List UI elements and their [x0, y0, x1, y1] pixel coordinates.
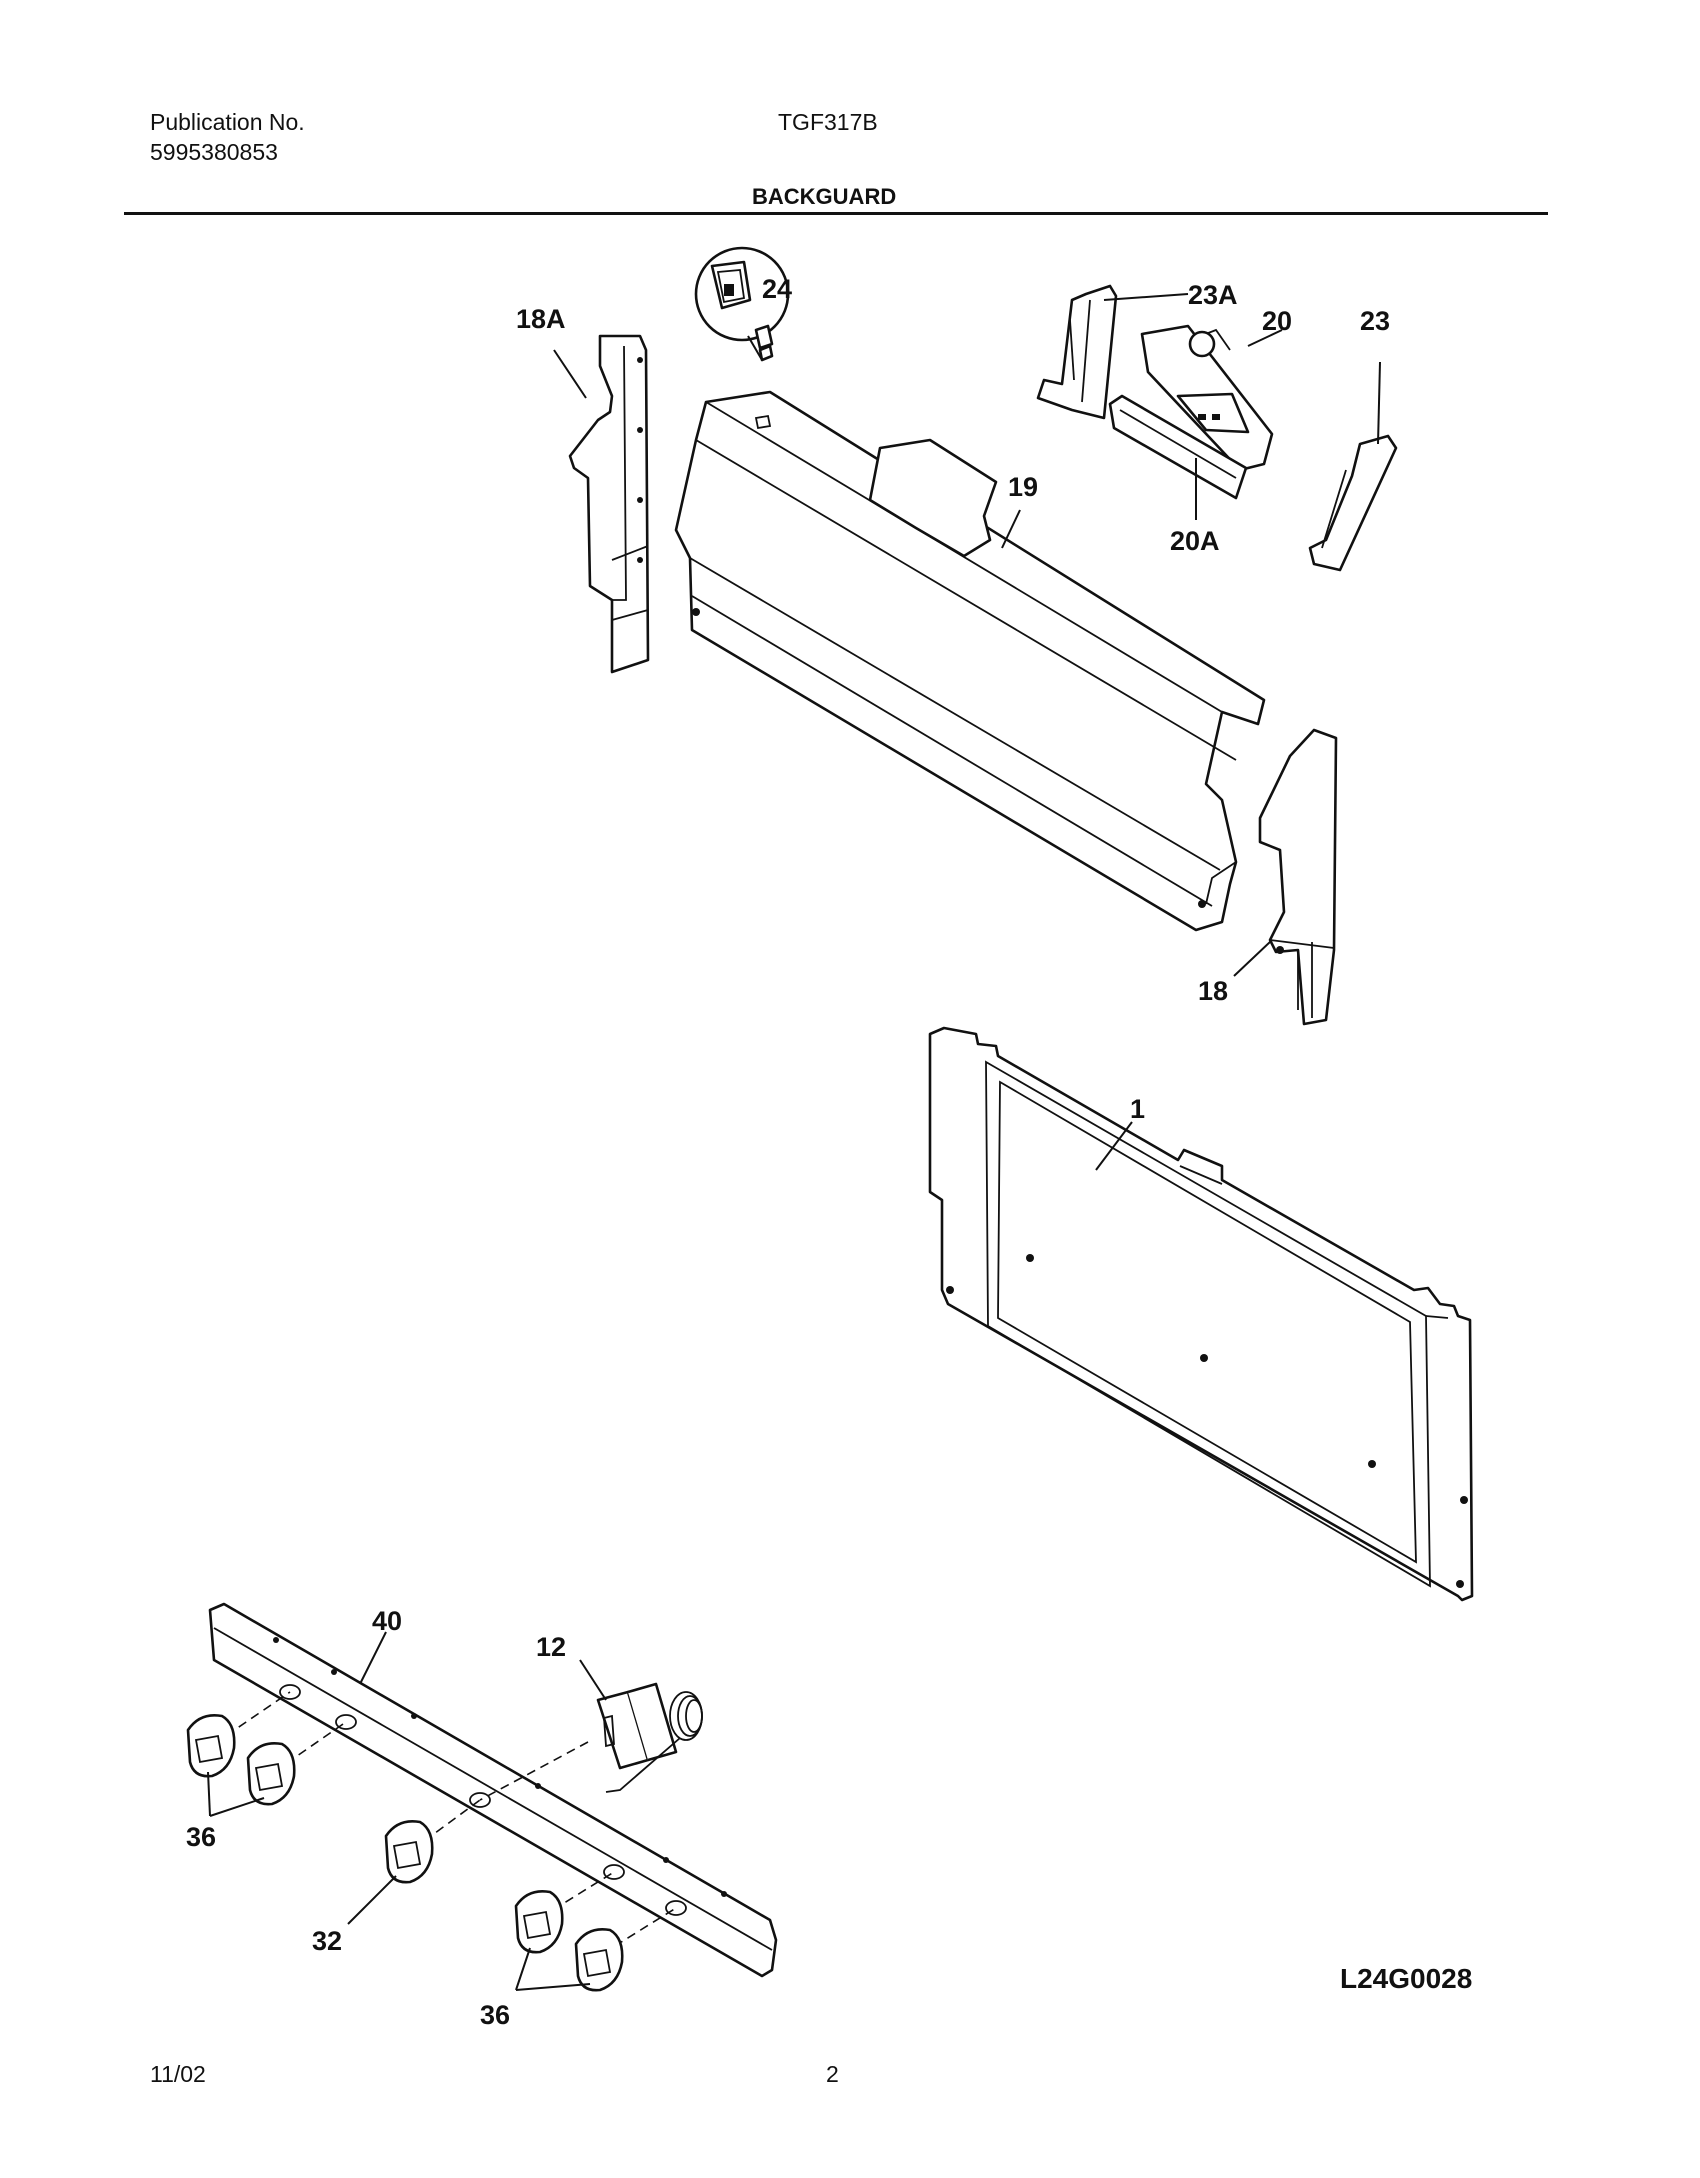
- callout-36-left: 36: [186, 1822, 216, 1852]
- part-18A-end-bracket: [553, 334, 650, 674]
- callout-40: 40: [372, 1606, 402, 1636]
- part-23-bracket: [1308, 361, 1398, 572]
- part-24-switch: [694, 246, 790, 362]
- callout-24: 24: [762, 274, 792, 304]
- page-number: 2: [826, 2061, 839, 2087]
- callout-18A: 18A: [516, 304, 566, 334]
- part-23A-bracket: [1036, 284, 1189, 420]
- model-number: TGF317B: [778, 109, 878, 135]
- callout-1: 1: [1130, 1094, 1145, 1124]
- publication-label: Publication No.: [150, 109, 305, 135]
- callout-23A: 23A: [1188, 280, 1238, 310]
- callout-36-right: 36: [480, 2000, 510, 2030]
- part-20A-overlay: [1108, 394, 1248, 520]
- part-18-end-bracket: [1233, 728, 1338, 1026]
- publication-number: 5995380853: [150, 139, 278, 165]
- diagram-code: L24G0028: [1340, 1963, 1472, 1994]
- part-1-rear-panel: [928, 1026, 1474, 1602]
- part-19-backguard-panel: [674, 390, 1266, 932]
- callout-32: 32: [312, 1926, 342, 1956]
- knob-36-4: [574, 1928, 624, 1992]
- callout-19: 19: [1008, 472, 1038, 502]
- part-20-clock-timer: [1140, 324, 1283, 472]
- callout-23: 23: [1360, 306, 1390, 336]
- part-12-thermostat: [579, 1659, 703, 1793]
- section-title: BACKGUARD: [752, 184, 897, 209]
- callout-20A: 20A: [1170, 526, 1220, 556]
- knob-36-3: [514, 1890, 564, 1954]
- knob-36-2: [246, 1742, 296, 1806]
- callout-12: 12: [536, 1632, 566, 1662]
- footer-date: 11/02: [150, 2061, 206, 2087]
- callout-20: 20: [1262, 306, 1292, 336]
- knob-36-1: [186, 1714, 236, 1778]
- header-rule: [124, 212, 1548, 215]
- callout-18: 18: [1198, 976, 1228, 1006]
- knob-32: [384, 1820, 434, 1884]
- part-40-control-panel: [208, 1602, 778, 1978]
